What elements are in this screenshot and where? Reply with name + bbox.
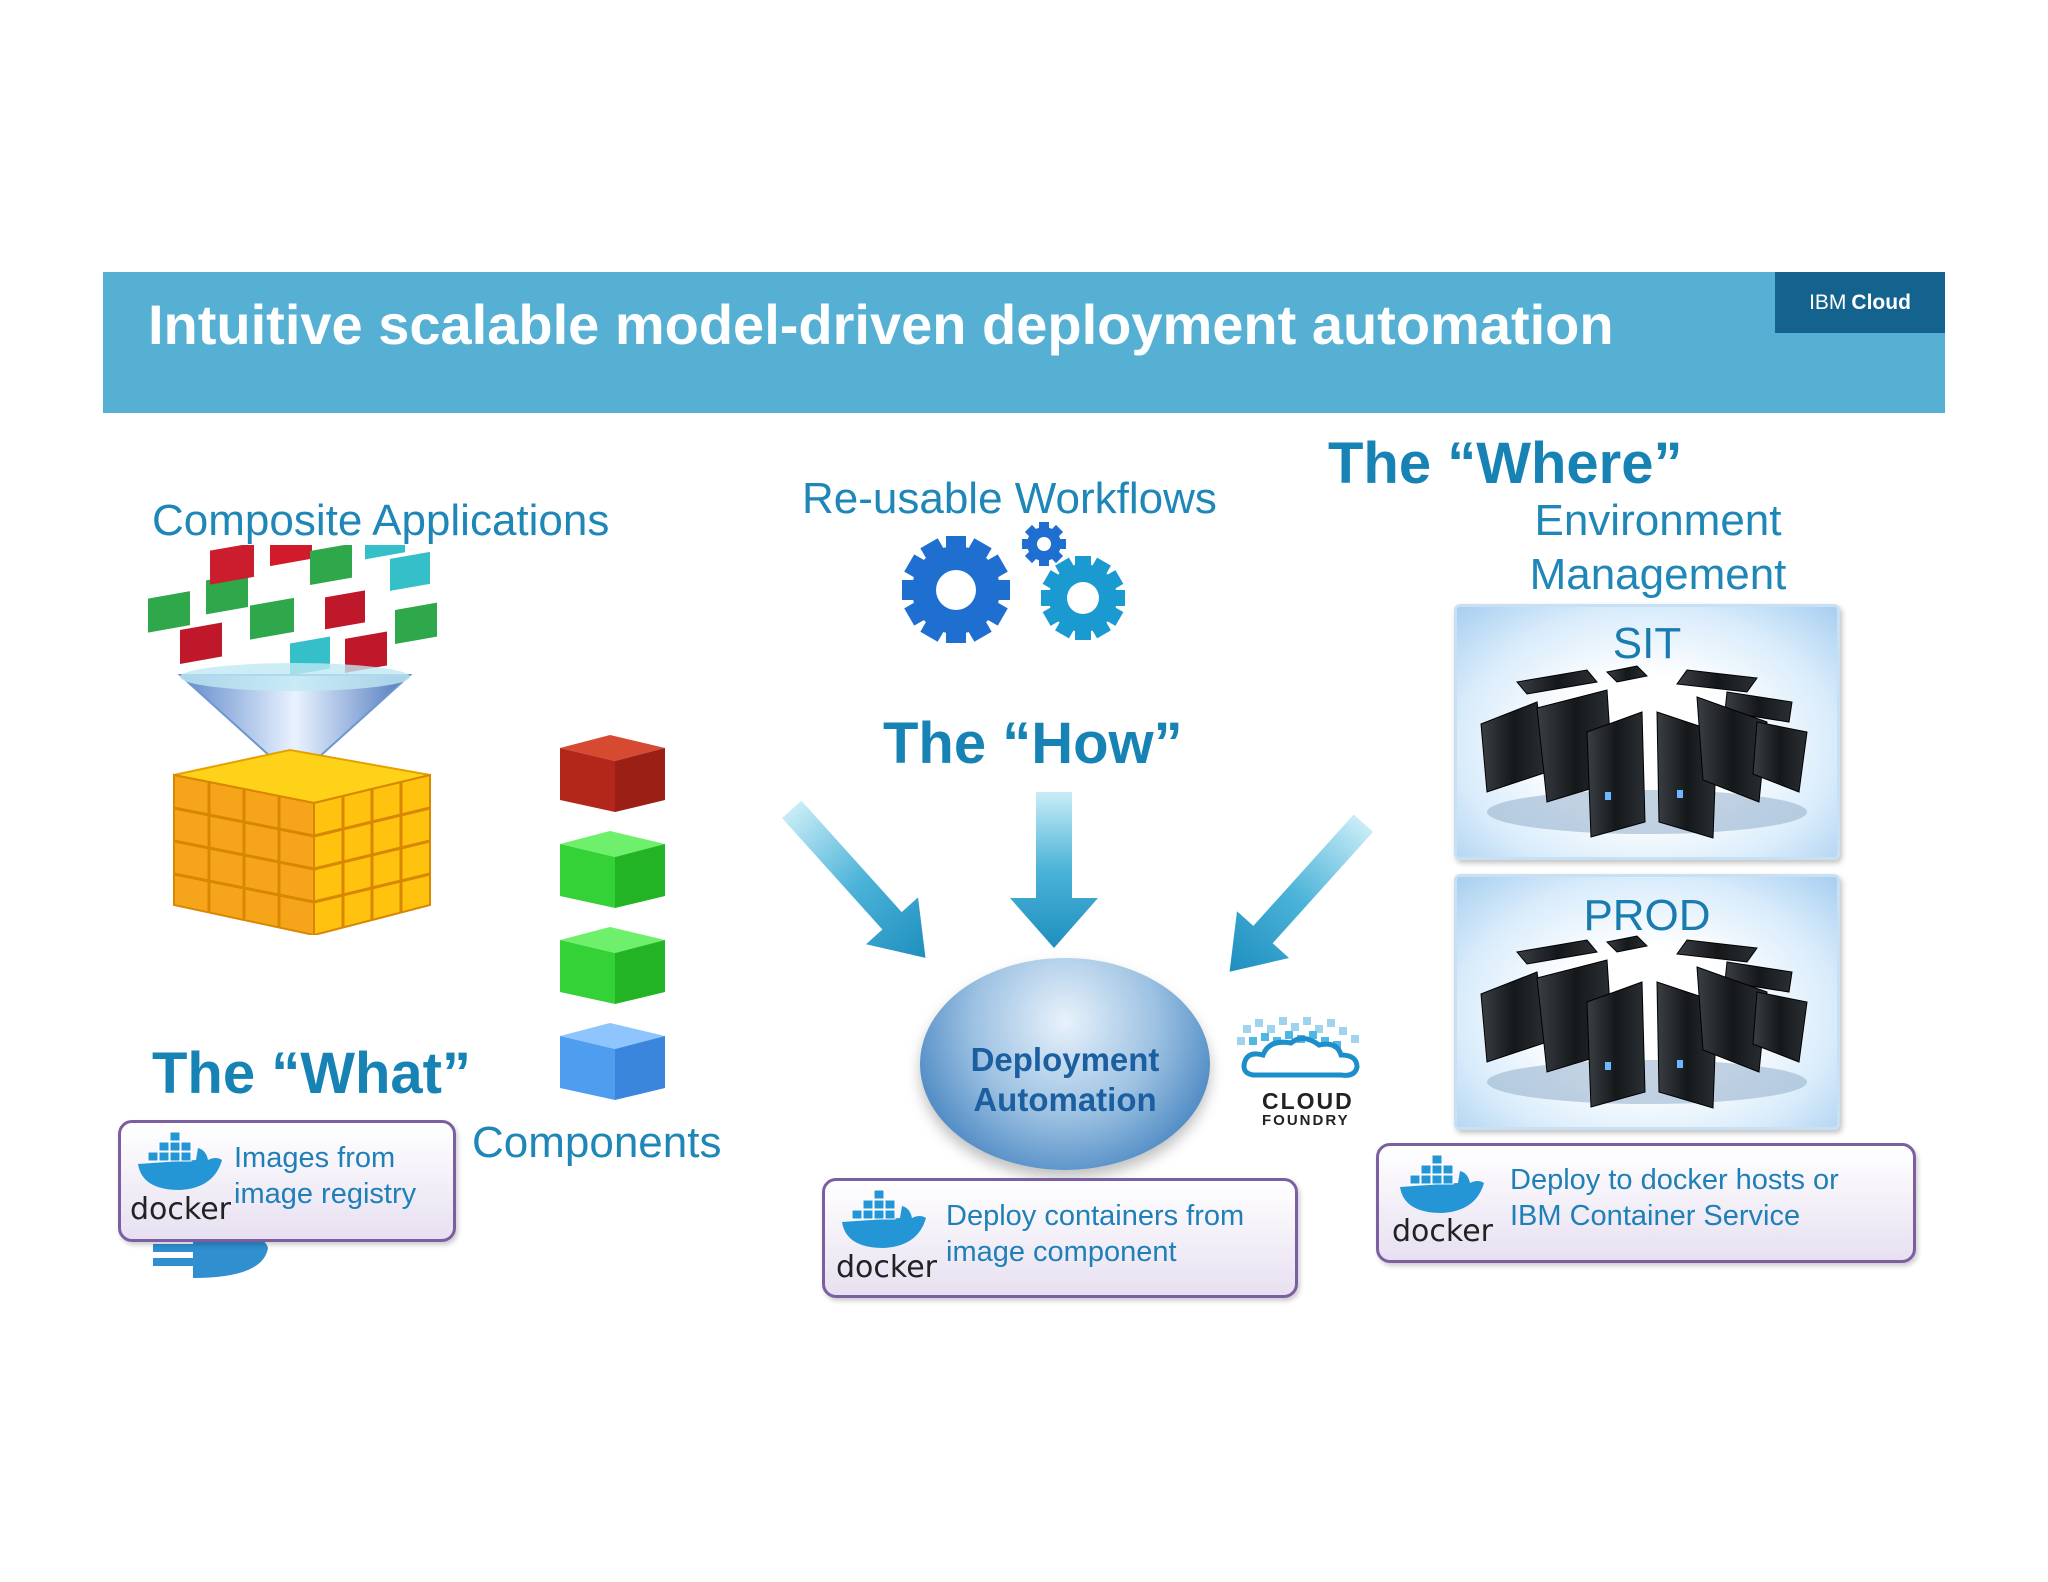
component-cubes bbox=[560, 735, 665, 1100]
docker-wordmark: docker bbox=[130, 1192, 231, 1227]
falling-cubes bbox=[148, 545, 437, 676]
docker-whale-icon bbox=[1400, 1154, 1484, 1213]
brand-prefix: IBM bbox=[1809, 290, 1847, 314]
brand-suffix: Cloud bbox=[1851, 290, 1911, 314]
medium-gear bbox=[1041, 556, 1125, 640]
docker-wordmark: docker bbox=[1392, 1214, 1493, 1249]
what-note-line2: image registry bbox=[234, 1178, 417, 1210]
funnel-cubes-icon bbox=[148, 545, 437, 935]
what-heading: The “What” bbox=[152, 1041, 471, 1106]
component-cube-icon bbox=[560, 927, 665, 1004]
arrows-group bbox=[782, 792, 1374, 972]
deployment-automation-line1: Deployment bbox=[970, 1041, 1160, 1078]
page-title: Intuitive scalable model-driven deployme… bbox=[148, 293, 1614, 356]
how-note-line2: image component bbox=[946, 1236, 1177, 1268]
where-heading: The “Where” bbox=[1328, 431, 1683, 496]
docker-whale-icon bbox=[138, 1131, 222, 1190]
deployment-automation-label: Deployment Automation bbox=[920, 1040, 1210, 1120]
server-cluster-icon bbox=[1480, 935, 1808, 1109]
yellow-cube-grid bbox=[173, 748, 431, 935]
component-cube-icon bbox=[560, 831, 665, 908]
arrow-icon bbox=[1229, 814, 1374, 972]
environment-box-prod: PROD bbox=[1454, 874, 1840, 1130]
environment-label-prod: PROD bbox=[1583, 891, 1711, 940]
environment-label-sit: SIT bbox=[1612, 619, 1682, 668]
composite-applications-label: Composite Applications bbox=[152, 496, 610, 545]
environment-line2: Management bbox=[1529, 550, 1787, 599]
docker-wordmark: docker bbox=[836, 1250, 937, 1285]
title-banner bbox=[103, 272, 1945, 413]
cloud-foundry-icon bbox=[1237, 1017, 1360, 1078]
how-heading: The “How” bbox=[883, 711, 1183, 776]
cloud-foundry-line1: CLOUD bbox=[1262, 1088, 1354, 1114]
arrow-icon bbox=[1010, 792, 1098, 948]
deployment-automation-line2: Automation bbox=[973, 1081, 1157, 1118]
what-note-line1: Images from bbox=[234, 1142, 396, 1174]
cloud-foundry-line2: FOUNDRY bbox=[1262, 1112, 1350, 1129]
server-cluster-icon bbox=[1480, 665, 1808, 839]
small-gear bbox=[1022, 522, 1066, 566]
where-note-line1: Deploy to docker hosts or bbox=[1510, 1164, 1839, 1196]
environment-line1: Environment bbox=[1534, 496, 1782, 545]
where-note-line2: IBM Container Service bbox=[1510, 1200, 1801, 1232]
arrow-icon bbox=[782, 800, 926, 958]
gears-icon bbox=[902, 522, 1125, 643]
deployment-automation-node bbox=[920, 958, 1210, 1170]
how-note-line1: Deploy containers from bbox=[946, 1200, 1245, 1232]
docker-whale-icon bbox=[842, 1189, 926, 1248]
large-gear bbox=[902, 536, 1010, 643]
environment-management-label: Environment Management bbox=[1478, 494, 1838, 602]
reusable-workflows-label: Re-usable Workflows bbox=[802, 474, 1217, 523]
components-label: Components bbox=[472, 1118, 722, 1167]
component-cube-icon bbox=[560, 1023, 665, 1100]
environment-box-sit: SIT bbox=[1454, 604, 1840, 860]
component-cube-icon bbox=[560, 735, 665, 812]
